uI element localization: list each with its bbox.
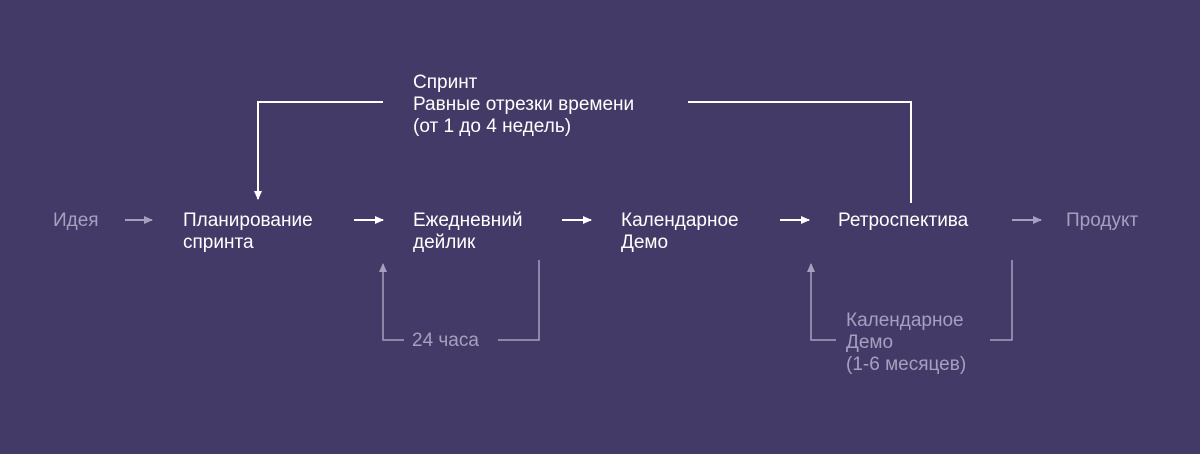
daily-loop-label: 24 часа	[412, 330, 479, 351]
node-calendar-demo: Календарное Демо	[621, 210, 739, 253]
node-retrospective: Ретроспектива	[838, 210, 969, 231]
daily-loop-return-arrow	[379, 263, 404, 341]
sprint-loop-right-connector	[688, 101, 912, 203]
sprint-loop-connector	[254, 101, 383, 200]
sprint-duration: (от 1 до 4 недель)	[413, 116, 572, 137]
daily-loop-connector	[498, 260, 540, 341]
node-sprint-planning: Планирование спринта	[183, 210, 313, 253]
sprint-label: Спринт Равные отрезки времени (от 1 до 4…	[413, 72, 634, 138]
node-product: Продукт	[1066, 210, 1139, 231]
sprint-title: Спринт	[413, 72, 478, 93]
demo-loop-label: Календарное Демо (1-6 месяцев)	[846, 310, 967, 375]
demo-loop-return-arrow	[807, 263, 836, 341]
sprint-description: Равные отрезки времени	[413, 94, 635, 115]
demo-loop-connector	[990, 260, 1013, 341]
node-idea: Идея	[53, 210, 99, 231]
node-daily-standup: Ежедневний дейлик	[413, 210, 523, 253]
